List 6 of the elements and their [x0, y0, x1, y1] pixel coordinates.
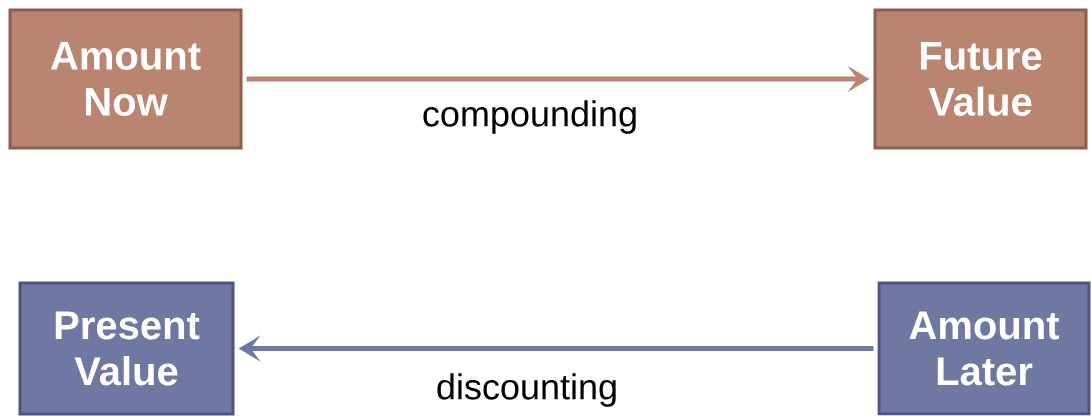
edge-label: discounting: [434, 372, 620, 408]
process-box: Present Value: [18, 281, 235, 416]
process-box: Future Value: [873, 8, 1088, 150]
process-box: Amount Now: [8, 8, 243, 150]
edge-label: compounding: [420, 99, 640, 135]
process-box: Amount Later: [877, 281, 1091, 416]
